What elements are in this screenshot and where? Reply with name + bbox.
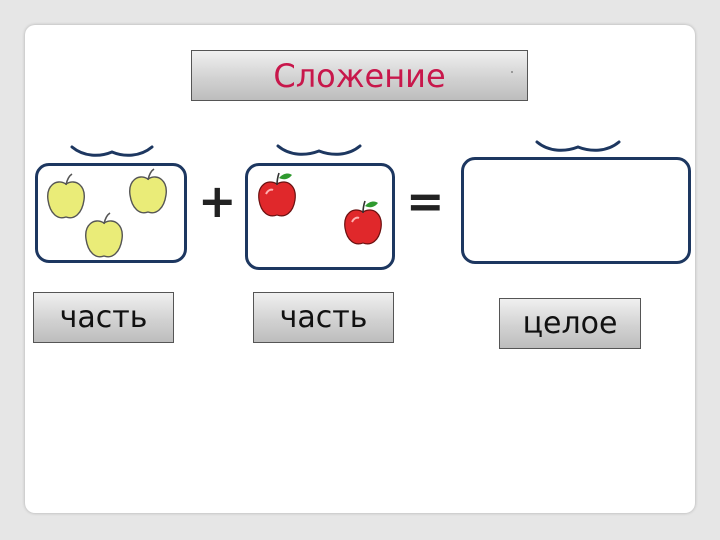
yellow-apple-icon	[129, 168, 167, 214]
label-part-left-text: часть	[59, 300, 148, 335]
label-part-right-text: часть	[279, 300, 368, 335]
red-apple-icon	[258, 172, 296, 217]
title-banner: Сложение	[191, 50, 528, 101]
title-text: Сложение	[273, 56, 446, 95]
red-apple-icon	[344, 200, 382, 245]
yellow-apple-icon	[85, 212, 123, 258]
box-whole	[461, 157, 691, 264]
brace-left	[70, 145, 154, 157]
equals-sign: =	[406, 174, 445, 228]
brace-right	[535, 140, 621, 152]
label-part-right: часть	[253, 292, 394, 343]
yellow-apple-icon	[47, 173, 85, 219]
decorative-dot	[511, 71, 513, 73]
brace-middle	[276, 144, 362, 156]
label-whole-text: целое	[522, 306, 618, 341]
label-whole: целое	[499, 298, 641, 349]
label-part-left: часть	[33, 292, 174, 343]
plus-sign: +	[198, 174, 237, 228]
